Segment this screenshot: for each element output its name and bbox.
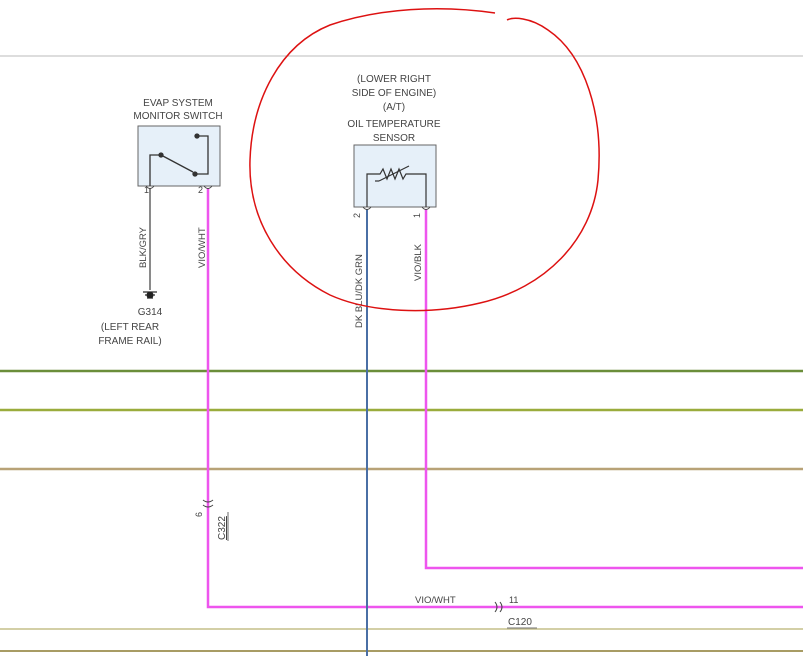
sensor-box — [353, 144, 437, 208]
pin-terminals — [145, 185, 431, 210]
connector-c322: 6 C322 — [194, 499, 229, 541]
connector-c120-id: C120 — [508, 617, 532, 628]
evap-switch-pin-2: 2 — [198, 185, 203, 195]
wire-vio-wht — [206, 188, 803, 609]
ground-symbol-icon — [143, 291, 157, 299]
sensor-location-1: (LOWER RIGHT — [357, 74, 431, 85]
sensor-location-3: (A/T) — [383, 102, 405, 113]
sensor-name-2: SENSOR — [373, 133, 415, 144]
connector-c322-id: C322 — [217, 516, 228, 540]
wire-label-vio-wht-horizontal: VIO/WHT — [415, 595, 456, 606]
ground-location-1: (LEFT REAR — [101, 322, 159, 333]
ground-id: G314 — [138, 307, 163, 318]
evap-switch-pin-1: 1 — [144, 185, 149, 195]
wire-label-blk-gry: BLK/GRY — [138, 226, 149, 268]
sensor-location-2: SIDE OF ENGINE) — [352, 88, 436, 99]
bus-lines — [0, 369, 803, 652]
annotation-circle — [249, 8, 600, 312]
connector-c322-pin: 6 — [194, 512, 204, 517]
sensor-pin-2: 2 — [352, 213, 362, 218]
switch-symbol — [149, 133, 209, 186]
wire-vio-blk — [424, 209, 803, 570]
wire-label-vio-blk: VIO/BLK — [413, 243, 424, 281]
connector-c322-symbol-icon — [202, 499, 214, 508]
thermistor-icon — [366, 165, 427, 207]
connector-c120-pin: 11 — [509, 595, 518, 605]
oil-temperature-sensor: (LOWER RIGHT SIDE OF ENGINE) (A/T) OIL T… — [347, 74, 440, 218]
sensor-name-1: OIL TEMPERATURE — [347, 119, 440, 130]
evap-switch-name-1: EVAP SYSTEM — [143, 98, 213, 109]
connector-c120-symbol-icon — [494, 601, 503, 613]
connector-c120: 11 C120 — [494, 595, 537, 629]
wire-label-vio-wht: VIO/WHT — [197, 227, 208, 268]
evap-system-monitor-switch: EVAP SYSTEM MONITOR SWITCH 1 2 — [133, 98, 222, 195]
wire-label-dk-blu-dk-grn: DK BLU/DK GRN — [354, 254, 365, 328]
ground-location-2: FRAME RAIL) — [98, 336, 161, 347]
sensor-pin-1: 1 — [412, 213, 422, 218]
evap-switch-name-2: MONITOR SWITCH — [133, 111, 222, 122]
